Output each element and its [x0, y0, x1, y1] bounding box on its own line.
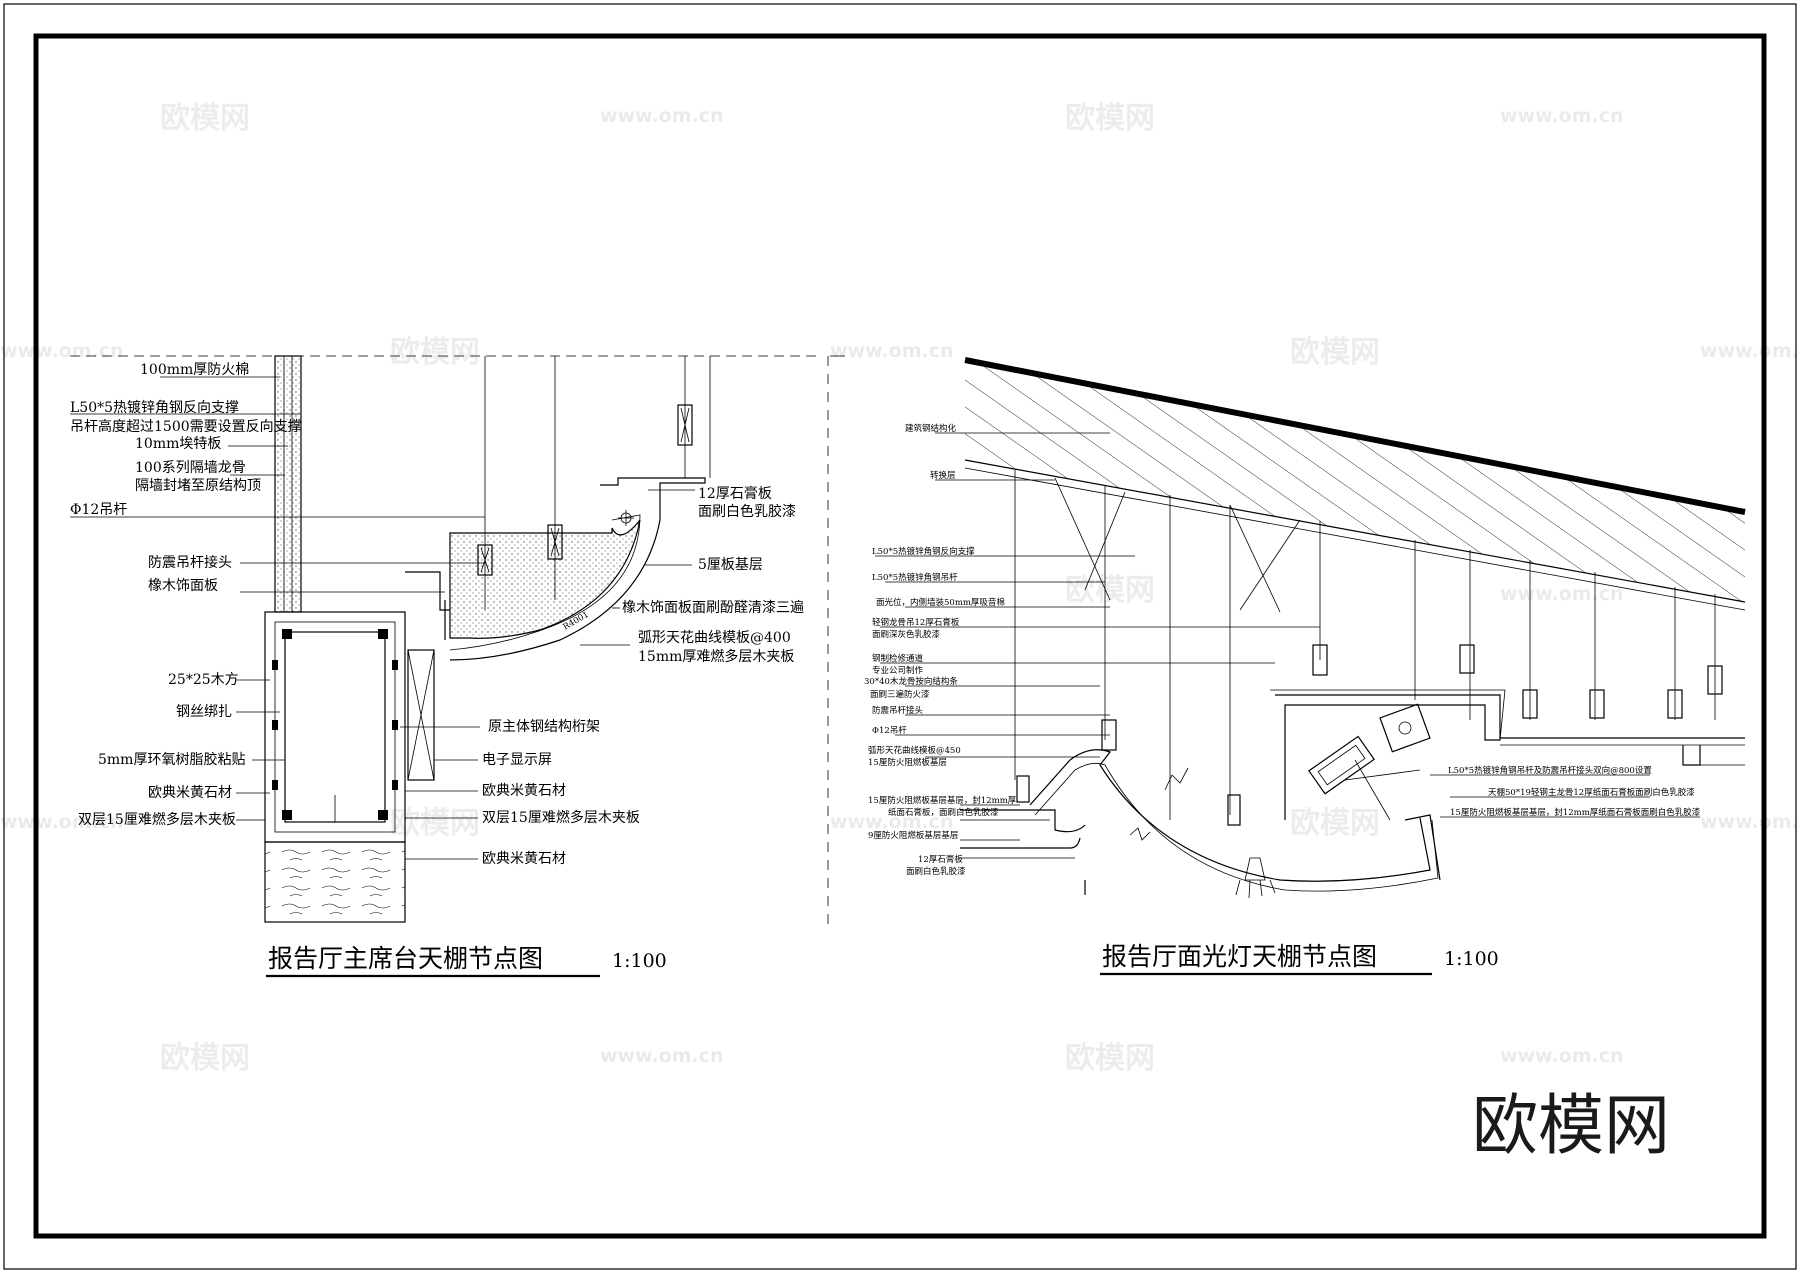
left-title-block: 报告厅主席台天棚节点图 1:100: [266, 944, 667, 978]
label: 5厘板基层: [698, 556, 763, 573]
watermark-url: www.om.cn: [1500, 1045, 1624, 1067]
watermark-brand: 欧模网: [1290, 335, 1380, 370]
label: 双层15厘难燃多层木夹板: [482, 809, 640, 826]
right-detail-drawing: [960, 357, 1746, 899]
label: 轻钢龙骨吊12厚石膏板: [872, 617, 960, 628]
label: 钢丝绑扎: [176, 704, 232, 720]
label: 12厚石膏板: [918, 854, 963, 865]
label: 纸面石膏板，面刷白色乳胶漆: [888, 807, 999, 818]
left-drawing-right-labels: 12厚石膏板 面刷白色乳胶漆 5厘板基层 橡木饰面板面刷酚醛清漆三遍 弧形天花曲…: [400, 485, 804, 867]
label: 面刷白色乳胶漆: [698, 503, 796, 520]
watermark-url: www.om.cn: [830, 340, 954, 362]
watermark-brand: 欧模网: [160, 1041, 250, 1076]
label: 钢制检修通道: [872, 653, 924, 664]
left-detail-drawing: R4001: [264, 355, 711, 923]
right-title-block: 报告厅面光灯天棚节点图 1:100: [1100, 942, 1499, 976]
label: 15mm厚难燃多层木夹板: [638, 648, 794, 665]
label: 天棚50*19轻钢主龙骨12厚纸面石膏板面刷白色乳胶漆: [1488, 787, 1695, 798]
label: L50*5热镀锌角钢吊杆: [872, 572, 958, 583]
right-drawing-right-labels: L50*5热镀锌角钢吊杆及防震吊杆接头双向@800设置 天棚50*19轻钢主龙骨…: [1430, 765, 1701, 818]
watermark-brand: 欧模网: [390, 335, 480, 370]
right-drawing-left-labels: 建筑钢结构化 转换层 L50*5热镀锌角钢反向支撑 L50*5热镀锌角钢吊杆 面…: [864, 423, 1320, 877]
label: 12厚石膏板: [698, 485, 772, 502]
label: 5mm厚环氧树脂胶粘贴: [98, 751, 245, 768]
label: L50*5热镀锌角钢吊杆及防震吊杆接头双向@800设置: [1448, 765, 1652, 776]
label: 双层15厘难燃多层木夹板: [78, 811, 236, 828]
watermark-url: www.om.cn: [1700, 811, 1800, 833]
label: 电子显示屏: [482, 752, 552, 768]
label: 欧典米黄石材: [482, 782, 566, 799]
left-drawing-title: 报告厅主席台天棚节点图: [268, 944, 543, 973]
label: 弧形天花曲线模板@400: [638, 630, 791, 646]
label: 橡木饰面板: [148, 578, 218, 594]
watermark-brand: 欧模网: [1065, 1041, 1155, 1076]
watermark-brand: 欧模网: [160, 101, 250, 136]
right-drawing-title: 报告厅面光灯天棚节点图: [1102, 942, 1377, 971]
label: 面刷白色乳胶漆: [906, 866, 966, 877]
label: 欧典米黄石材: [482, 850, 566, 867]
label: 25*25木方: [168, 672, 239, 688]
label: 欧典米黄石材: [148, 784, 232, 801]
label: 100mm厚防火棉: [140, 361, 249, 378]
label: 30*40木龙骨按向结构条: [864, 676, 958, 687]
label: 转换层: [930, 470, 956, 481]
watermark-url: www.om.cn: [0, 340, 124, 362]
watermark-url: www.om.cn: [600, 105, 724, 127]
label: 建筑钢结构化: [905, 423, 957, 434]
label: 橡木饰面板面刷酚醛清漆三遍: [622, 600, 804, 616]
left-drawing-scale: 1:100: [612, 950, 667, 972]
watermarks: 欧模网 www.om.cn 欧模网 www.om.cn www.om.cn 欧模…: [0, 101, 1800, 1076]
label: 弧形天花曲线模板@450: [868, 745, 961, 756]
watermark-url: www.om.cn: [600, 1045, 724, 1067]
label: L50*5热镀锌角钢反向支撑: [872, 546, 975, 557]
watermark-url: www.om.cn: [1500, 105, 1624, 127]
label: 原主体钢结构桁架: [488, 719, 600, 735]
label: 面刷三遍防火漆: [870, 689, 930, 700]
label: 100系列隔墙龙骨: [135, 460, 246, 476]
watermark-url: www.om.cn: [1500, 583, 1624, 605]
label: 面刷深灰色乳胶漆: [872, 629, 941, 640]
label: 10mm埃特板: [135, 436, 221, 452]
watermark-brand: 欧模网: [390, 806, 480, 841]
label: 9厘防火阻燃板基层基层: [868, 830, 958, 841]
watermark-url: www.om.cn: [0, 811, 124, 833]
label: 专业公司制作: [872, 665, 924, 676]
label: 防震吊杆接头: [148, 554, 232, 571]
drawing-frame: [33, 33, 1767, 1239]
watermark-brand: 欧模网: [1290, 806, 1380, 841]
label: 15厘防火阻燃板基层: [868, 757, 947, 768]
label: 吊杆高度超过1500需要设置反向支撑: [70, 418, 302, 435]
label: Φ12吊杆: [70, 502, 127, 518]
watermark-url: www.om.cn: [1700, 340, 1800, 362]
watermark-brand: 欧模网: [1065, 573, 1155, 608]
label: 15厘防火阻燃板基层基层，封12mm厚: [868, 795, 1017, 806]
left-labels: 100mm厚防火棉 L50*5热镀锌角钢反向支撑 吊杆高度超过1500需要设置反…: [70, 361, 485, 828]
label: 防震吊杆接头: [872, 705, 924, 716]
label: L50*5热镀锌角钢反向支撑: [70, 399, 239, 416]
watermark-url: www.om.cn: [830, 811, 954, 833]
label: 面光位，内侧墙装50mm厚吸音棉: [876, 597, 1005, 608]
outer-border: [3, 3, 1797, 1270]
label: 隔墙封堵至原结构顶: [135, 478, 261, 494]
label: 15厘防火阻燃板基层基层，封12mm厚纸面石膏板面刷白色乳胶漆: [1450, 807, 1701, 818]
right-drawing-scale: 1:100: [1444, 948, 1499, 970]
watermark-brand: 欧模网: [1065, 101, 1155, 136]
label: Φ12吊杆: [872, 725, 907, 736]
brand-logo: 欧模网: [1472, 1087, 1670, 1164]
